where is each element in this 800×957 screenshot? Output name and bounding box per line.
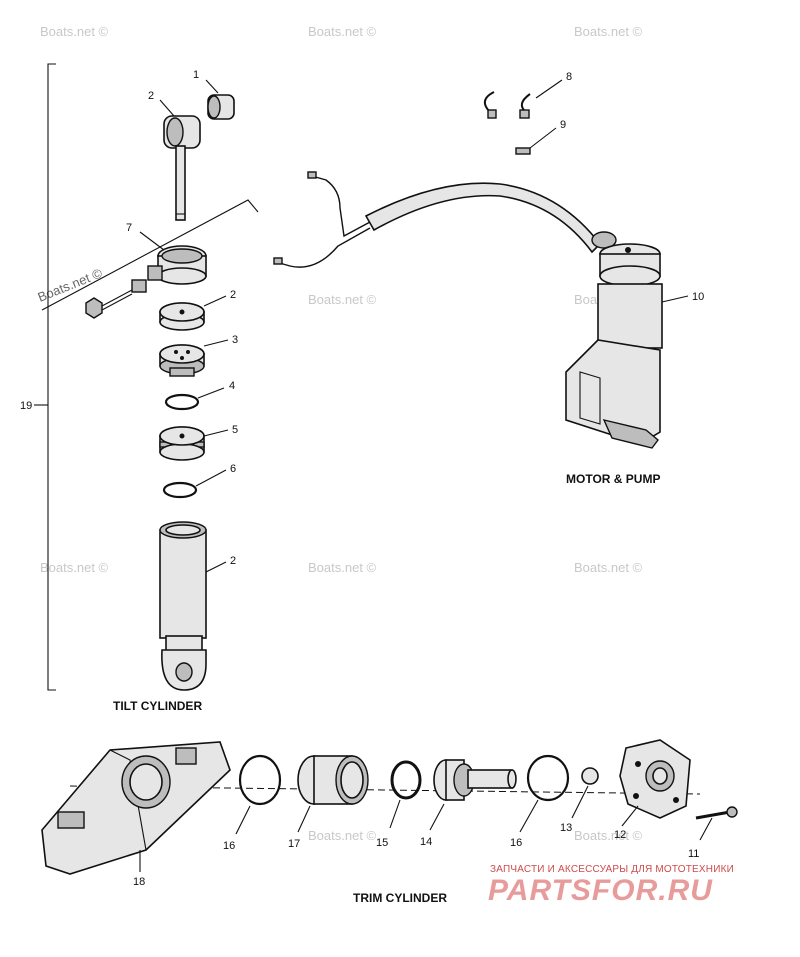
part-5-piston-head [159,426,205,461]
part-2-cylinder-cap [159,302,205,331]
brand-tagline: ЗАПЧАСТИ И АКСЕССУАРЫ ДЛЯ МОТОТЕХНИКИ [490,864,735,875]
callout-6: 6 [230,463,236,475]
part-8-wire-clips [483,91,531,119]
callout-13: 13 [560,822,572,834]
tilt-assembly-bracket [47,63,56,691]
part-17-trim-sleeve [297,755,369,805]
clamp-screw [85,289,133,319]
callout-3: 3 [232,334,238,346]
callout-9: 9 [560,119,566,131]
callout-2: 2 [148,90,154,102]
callout-5: 5 [232,424,238,436]
part-16-o-ring [526,754,570,802]
callout-16: 16 [223,840,235,852]
callout-18: 18 [133,876,145,888]
callout-2: 2 [230,289,236,301]
callout-14: 14 [420,836,432,848]
part-6-o-ring [162,481,198,499]
brand-logo[interactable]: PARTSFOR.RU [488,874,713,907]
callout-12: 12 [614,829,626,841]
callout-16: 16 [510,837,522,849]
callout-10: 10 [692,291,704,303]
callout-8: 8 [566,71,572,83]
callout-7: 7 [126,222,132,234]
part-18-trim-housing [41,741,231,875]
watermark: Boats.net © [308,560,377,575]
part-7-clamp [131,245,207,293]
callout-2: 2 [230,555,236,567]
motor-wire-harness [273,171,602,268]
part-3-piston [159,344,205,377]
caption-tilt-cylinder: TILT CYLINDER [113,699,202,713]
watermark: Boats.net © [308,292,377,307]
watermark: Boats.net © [308,828,377,843]
callout-19: 19 [20,400,32,412]
part-16-o-ring [238,754,282,806]
caption-trim-cylinder: TRIM CYLINDER [353,891,447,905]
part-1-bushing [207,94,235,120]
callout-17: 17 [288,838,300,850]
watermark: Boats.net © [40,560,109,575]
part-12-end-cap [619,739,691,819]
part-15-ring [390,760,422,800]
part-4-o-ring [164,393,200,411]
watermark: Boats.net © [574,828,643,843]
section-line [41,199,259,311]
part-2-piston-rod [163,115,201,221]
watermark: Boats.net © [40,24,109,39]
part-14-trim-piston [433,759,517,801]
part-13-check-ball [581,767,599,785]
callout-4: 4 [229,380,235,392]
caption-motor-pump: MOTOR & PUMP [566,472,660,486]
part-11-bolt [695,806,738,820]
watermark: Boats.net © [308,24,377,39]
watermark: Boats.net © [574,560,643,575]
part-2-tilt-cylinder-body [159,521,207,691]
watermark: Boats.net © [574,24,643,39]
callout-11: 11 [688,848,699,860]
callout-1: 1 [193,69,199,81]
callout-15: 15 [376,837,388,849]
part-9-screw [515,147,531,155]
part-10-motor-pump [565,231,663,449]
